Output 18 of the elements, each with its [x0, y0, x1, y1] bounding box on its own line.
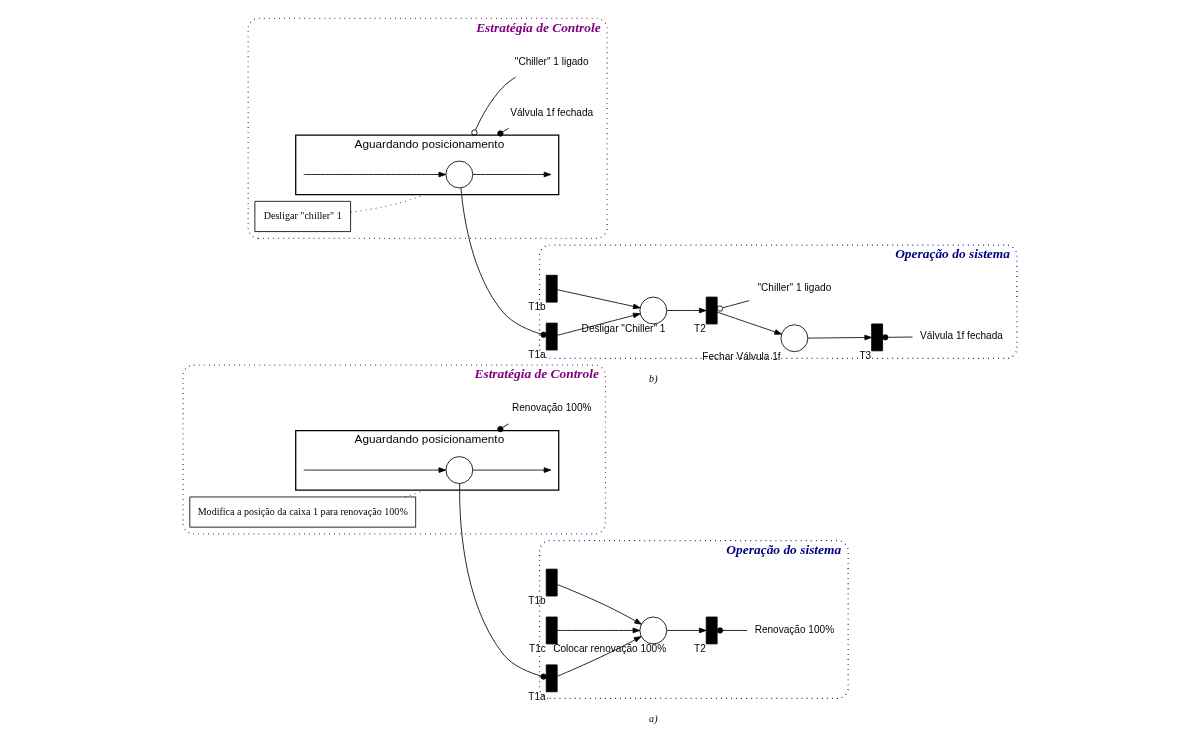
node-label: T1c [529, 642, 546, 654]
label: a) [649, 713, 658, 725]
node-label: T2 [694, 642, 706, 654]
node-text: "Chiller" 1 ligado [757, 282, 832, 294]
node-text: Renovação 100% [511, 402, 592, 414]
node-text: Renovação 100% [754, 624, 835, 636]
node-label: T3 [859, 349, 872, 361]
node-label: T1a [528, 690, 546, 702]
node-label: Fechar Válvula 1f [702, 350, 781, 362]
label: b) [649, 372, 658, 384]
node-text: "Chiller" 1 ligado [514, 55, 589, 67]
node-label: T1a [528, 349, 546, 361]
node-label: Desligar "Chiller" 1 [581, 323, 666, 335]
node-text: Válvula 1f fechada [510, 106, 594, 118]
node-label: T2 [694, 323, 706, 335]
node-text: Válvula 1f fechada [920, 330, 1003, 342]
node-label: T1b [528, 595, 546, 607]
node-label: T1b [528, 301, 546, 313]
